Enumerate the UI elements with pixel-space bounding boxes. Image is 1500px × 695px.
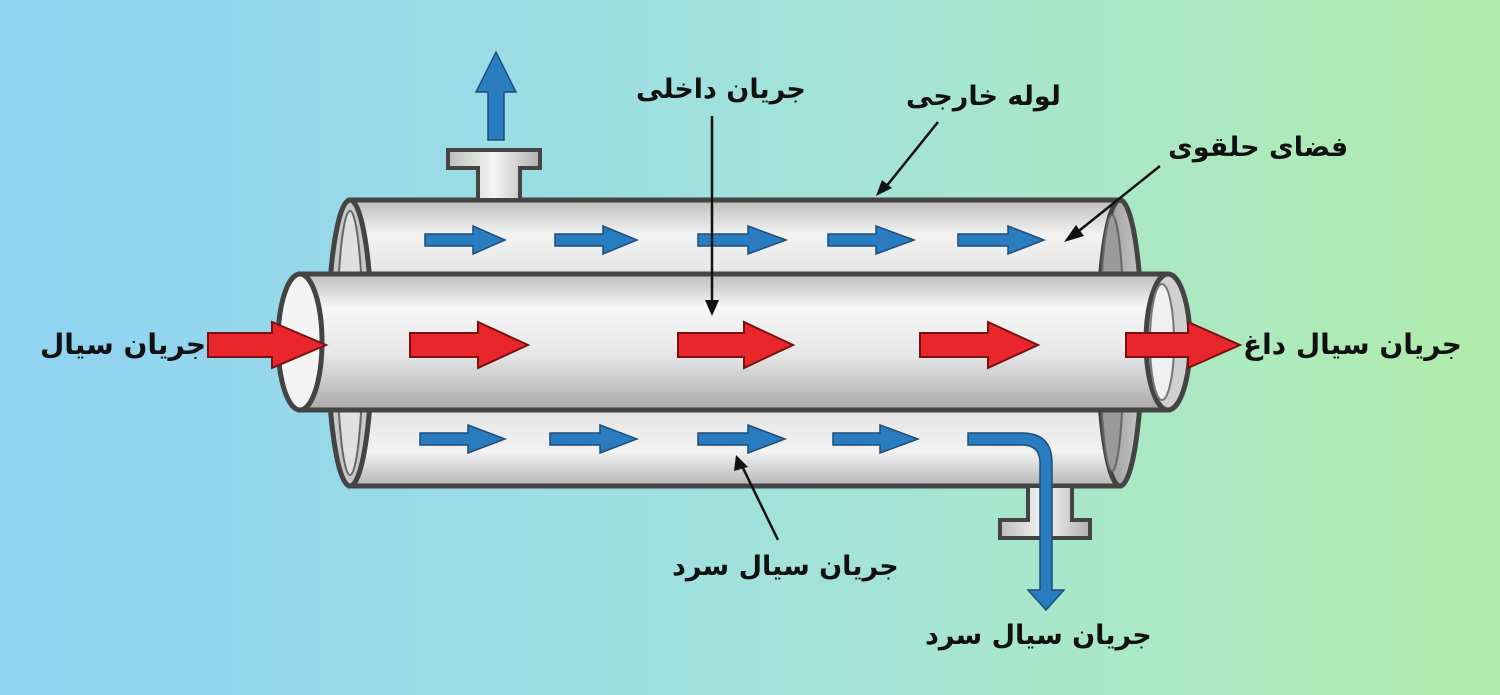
cold-fluid-outlet-label: جریان سیال سرد: [925, 620, 1152, 651]
leader-outer-pipe: [884, 121, 939, 189]
cold-fluid-flow-label: جریان سیال سرد: [672, 551, 899, 582]
hot-fluid-outflow-label: جریان سیال داغ: [1243, 328, 1462, 361]
cold-outlet-arrow-up: [474, 50, 518, 141]
leader-cold-flow: [740, 465, 780, 541]
hot-flow-arrows: [207, 320, 1243, 370]
outer-pipe-label: لوله خارجی: [906, 81, 1061, 112]
inner-flow-label: جریان داخلی: [636, 74, 806, 105]
annular-space-label: فضای حلقوی: [1168, 132, 1349, 163]
cold-flow-arrows-bottom: [419, 423, 1066, 612]
cold-flow-arrows-top: [424, 224, 1047, 256]
top-nozzle: [446, 148, 542, 202]
leader-lines: [705, 116, 1161, 541]
leader-annular-space: [1074, 165, 1161, 235]
fluid-inflow-label: جریان سیال: [40, 328, 207, 361]
